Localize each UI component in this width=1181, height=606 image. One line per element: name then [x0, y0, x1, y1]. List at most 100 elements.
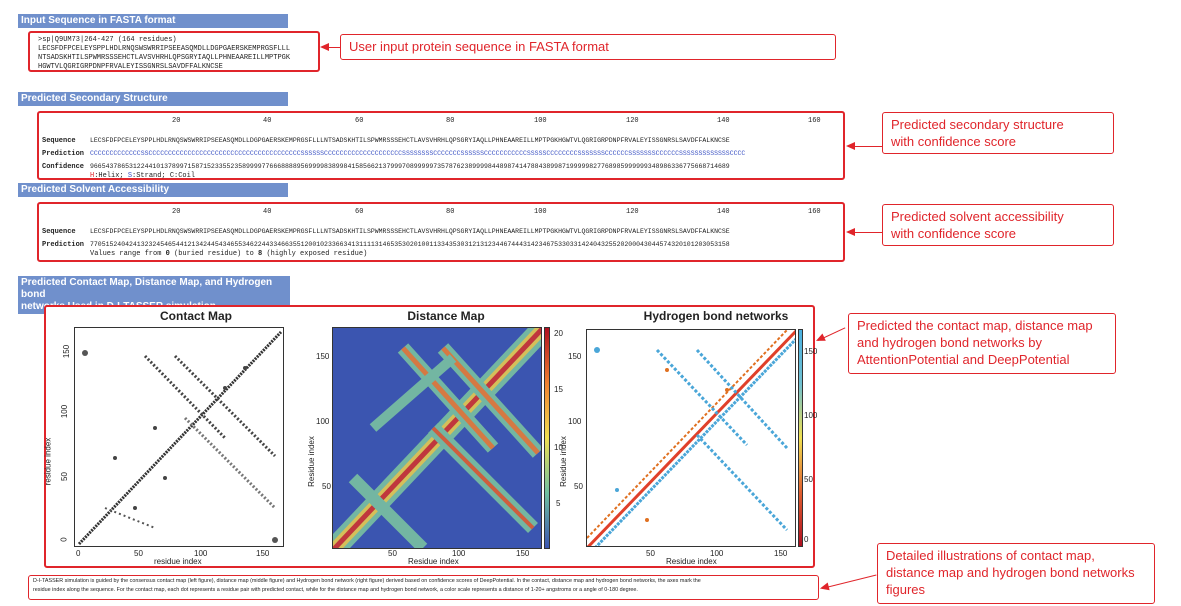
tick: 160	[808, 208, 821, 216]
hbond-colorbar	[798, 329, 803, 547]
callout-maps-line: and hydrogen bond networks by	[857, 335, 1043, 350]
callout-ss-line: with confidence score	[891, 134, 1017, 149]
fasta-line: HGWTVLQGRIGRPDNPFRVALEYISSGNRSLSAVDFFALK…	[38, 63, 223, 71]
arrow-maps	[817, 327, 846, 341]
fasta-section-header: Input Sequence in FASTA format	[18, 14, 288, 28]
sa-section-header: Predicted Solvent Accessibility	[18, 183, 288, 197]
hbond-xlabel: Residue index	[666, 557, 717, 566]
tick: 100	[534, 208, 547, 216]
sa-range-text: (buried residue) to	[169, 250, 259, 258]
callout-caption-line: Detailed illustrations of contact map,	[886, 548, 1095, 563]
legend-strand: S	[127, 172, 133, 180]
tick: 80	[446, 117, 455, 125]
sa-prediction: 7705152404241323245465441213424454346553…	[90, 241, 730, 248]
legend-helix: H	[90, 172, 95, 180]
contact-ytick: 150	[62, 344, 72, 359]
callout-ss: Predicted secondary structure with confi…	[882, 112, 1114, 154]
contact-map-plot	[74, 327, 284, 547]
caption-box: D-I-TASSER simulation is guided by the c…	[28, 575, 819, 600]
tick: 20	[172, 117, 181, 125]
tick: 60	[355, 117, 364, 125]
distance-xtick: 50	[388, 549, 397, 558]
distance-scale-tick: 10	[554, 443, 563, 452]
distance-map-plot	[332, 327, 542, 549]
distance-ytick: 150	[316, 352, 330, 361]
hbond-scale-tick: 50	[804, 475, 813, 484]
ss-sequence-label: Sequence	[42, 137, 76, 145]
contact-map-svg	[77, 330, 283, 546]
ss-sequence: LECSFDFPCELEYSPPLHDLRNQSWSWRRIPSEEASQMDL…	[90, 137, 730, 144]
distance-ytick: 100	[316, 417, 330, 426]
contact-xtick: 0	[76, 549, 81, 558]
sa-box: 20 40 60 80 100 120 140 160 Sequence LECS…	[37, 202, 845, 262]
callout-fasta: User input protein sequence in FASTA for…	[340, 34, 836, 60]
hbond-scale-tick: 0	[804, 535, 809, 544]
tick: 160	[808, 117, 821, 125]
callout-maps-line: Predicted the contact map, distance map	[857, 318, 1093, 333]
sa-ticks: 20 40 60 80 100 120 140 160	[39, 208, 839, 224]
fasta-box: >sp|Q9UM73|264-427 (164 residues) LECSFD…	[28, 31, 320, 72]
contact-xtick: 100	[194, 549, 208, 558]
tick: 80	[446, 208, 455, 216]
distance-scale-tick: 15	[554, 385, 563, 394]
distance-xtick: 150	[516, 549, 530, 558]
caption-line: residue index along the sequence. For th…	[33, 587, 638, 593]
ss-section-header: Predicted Secondary Structure	[18, 92, 288, 106]
callout-sa-line: with confidence score	[891, 226, 1017, 241]
hbond-ytick: 100	[568, 417, 582, 426]
distance-colorbar	[544, 327, 550, 549]
callout-maps-line: AttentionPotential and DeepPotential	[857, 352, 1070, 367]
hbond-svg	[587, 330, 795, 546]
callout-sa: Predicted solvent accessibility with con…	[882, 204, 1114, 246]
maps-box: Contact Map residue index 150 100 50 0 0…	[43, 305, 818, 568]
distance-xtick: 100	[452, 549, 466, 558]
distance-ylabel: Residue index	[306, 436, 316, 487]
hbond-plot	[586, 329, 796, 547]
tick: 20	[172, 208, 181, 216]
distance-scale-tick: 20	[554, 329, 563, 338]
callout-caption-line: distance map and hydrogen bond networks	[886, 565, 1135, 580]
tick: 140	[717, 117, 730, 125]
sa-range-text: (highly exposed residue)	[262, 250, 368, 258]
arrow-caption	[821, 574, 877, 589]
callout-caption-line: figures	[886, 582, 926, 597]
hbond-xtick: 100	[710, 549, 724, 558]
sa-range-text: Values range from	[90, 250, 166, 258]
contact-xtick: 150	[256, 549, 270, 558]
contact-xtick: 50	[134, 549, 143, 558]
hbond-title: Hydrogen bond networks	[643, 309, 789, 323]
tick: 100	[534, 117, 547, 125]
tick: 140	[717, 208, 730, 216]
distance-xlabel: Residue index	[408, 557, 459, 566]
tick: 120	[626, 117, 639, 125]
hbond-scale-tick: 100	[804, 411, 818, 420]
caption-line: D-I-TASSER simulation is guided by the c…	[33, 578, 701, 584]
contact-xlabel: residue index	[154, 557, 202, 566]
arrow-sa	[846, 228, 882, 236]
distance-map-svg	[333, 328, 541, 548]
callout-caption: Detailed illustrations of contact map, d…	[877, 543, 1155, 604]
sa-range-min: 0	[165, 250, 170, 258]
sa-sequence-label: Sequence	[42, 228, 76, 236]
sa-sequence: LECSFDFPCELEYSPPLHDLRNQSWSWRRIPSEEASQMDL…	[90, 228, 730, 235]
legend-helix-text: :Helix;	[94, 172, 128, 180]
contact-ytick: 50	[59, 472, 69, 481]
tick: 40	[263, 208, 272, 216]
hbond-ylabel: Residue index	[558, 436, 568, 487]
ss-confidence-label: Confidence	[42, 163, 85, 171]
contact-map-title: Contact Map	[160, 309, 232, 323]
arrow-ss	[846, 142, 882, 150]
tick: 60	[355, 208, 364, 216]
contact-ytick: 0	[59, 537, 69, 542]
hbond-xtick: 150	[774, 549, 788, 558]
fasta-line: >sp|Q9UM73|264-427 (164 residues)	[38, 36, 177, 44]
sa-prediction-label: Prediction	[42, 241, 85, 249]
sa-range-max: 8	[258, 250, 263, 258]
contact-ylabel: residue index	[43, 437, 53, 486]
arrow-fasta	[320, 43, 340, 51]
callout-maps: Predicted the contact map, distance map …	[848, 313, 1116, 374]
fasta-line: NTSADSKHTILSPWMRSSSEHCTLAVSVHRHLQPSGRYIA…	[38, 54, 291, 62]
fasta-line: LECSFDFPCELEYSPPLHDLRNQSWSWRRIPSEEASQMDL…	[38, 45, 291, 53]
hbond-ytick: 150	[568, 352, 582, 361]
